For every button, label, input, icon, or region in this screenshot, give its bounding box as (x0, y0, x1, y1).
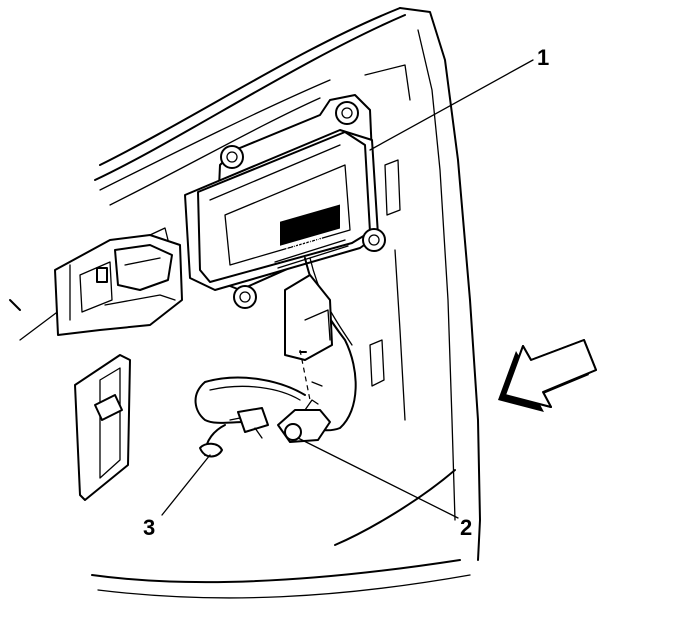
control-module: CAUTION (184, 129, 379, 291)
leader-line-1 (369, 59, 534, 151)
callout-1: 1 (537, 45, 549, 70)
leader-line-2 (297, 437, 459, 519)
leader-line-3 (161, 454, 211, 516)
inner-panel (99, 64, 411, 421)
leader-lines (161, 59, 534, 519)
callout-2: 2 (460, 515, 472, 540)
armrest (74, 354, 131, 501)
direction-arrow-icon (498, 339, 597, 412)
inside-handle-area (54, 227, 183, 336)
door-frame (9, 7, 481, 599)
switch-sensor (277, 349, 331, 443)
sensor-bracket (284, 274, 333, 361)
callout-3: 3 (143, 515, 155, 540)
mounting-nuts (220, 101, 386, 309)
